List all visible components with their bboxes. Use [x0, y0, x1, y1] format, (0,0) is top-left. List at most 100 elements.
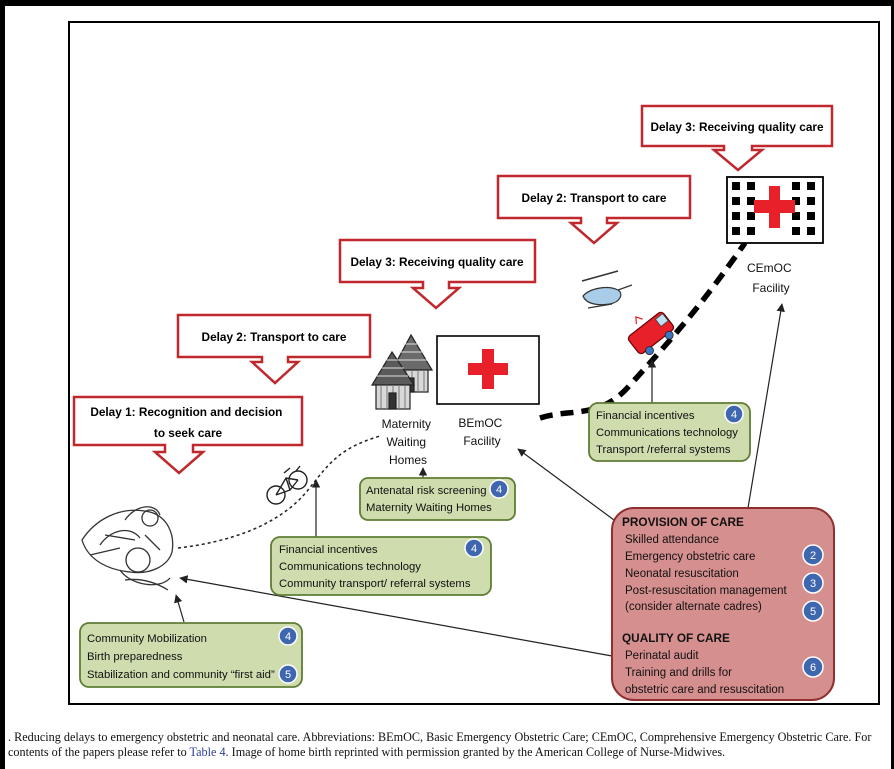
svg-text:6: 6: [810, 662, 816, 674]
quality-heading: QUALITY OF CARE: [622, 631, 730, 645]
svg-text:5: 5: [285, 669, 291, 681]
provision-badge-3: 3: [802, 572, 824, 594]
delay-banner-2-shape: [176, 313, 372, 385]
bemoc-to-cemoc-path: [539, 241, 748, 421]
quality-line-1: Perinatal audit: [625, 650, 699, 662]
svg-text:4: 4: [285, 631, 291, 643]
cemoc-window: [807, 182, 815, 190]
svg-text:Delay 2: Transport to care: Delay 2: Transport to care: [202, 330, 347, 344]
delay-banner-1: Delay 1: Recognition and decision to see…: [72, 395, 304, 475]
cemoc-window: [732, 212, 740, 220]
mwh-label-line-2: Waiting: [387, 435, 427, 449]
delay-banner-2-transport: Delay 2: Transport to care: [176, 313, 372, 385]
quality-line-3: obstetric care and resuscitation: [625, 684, 784, 696]
maternity-waiting-homes-icon: [370, 333, 434, 410]
antenatal-line-1: Antenatal risk screening: [366, 485, 487, 497]
helicopter-icon: [581, 270, 633, 309]
delay-banner-1-line-2: to seek care: [154, 426, 223, 440]
svg-text:BEmOC Facility: BEmOC Facility: [458, 416, 505, 448]
quality-line-2: Training and drills for: [625, 667, 732, 679]
page-top-rule: [0, 0, 894, 6]
svg-text:4: 4: [496, 484, 502, 496]
table-4-link[interactable]: Table 4: [189, 745, 226, 759]
svg-text:Skilled attendance Emerg: Skilled attendance Emergency obstetric c…: [625, 534, 790, 613]
svg-text:Perinatal audit Training: Perinatal audit Training and drills for …: [625, 650, 784, 696]
cemoc-label-line-2: Facility: [752, 281, 789, 295]
financial1-line-1: Financial incentives: [279, 544, 378, 556]
ambulance-icon: [627, 311, 675, 356]
provision-badge-2: 2: [802, 544, 824, 566]
svg-text:CEmOC Facility: CEmOC Facility: [747, 261, 795, 295]
community-line-1: Community Mobilization: [87, 633, 207, 645]
provision-line-1: Skilled attendance: [625, 534, 719, 546]
delay-banner-3-quality: Delay 3: Receiving quality care: [338, 238, 537, 310]
svg-text:Financial incentives Com: Financial incentives Communications tech…: [279, 544, 471, 590]
cemoc-window: [732, 197, 740, 205]
caption-line-2: contents of the papers please refer to T…: [8, 745, 888, 760]
delay-banner-3b-label: Delay 3: Receiving quality care: [650, 120, 824, 134]
cemoc-window: [792, 212, 800, 220]
caption-line-1: . Reducing delays to emergency obstetric…: [8, 730, 872, 744]
page-right-rule: [891, 0, 894, 769]
svg-text:3: 3: [810, 578, 816, 590]
home-to-mwh-path: [177, 435, 381, 549]
svg-text:Financial incentives Com: Financial incentives Communications tech…: [596, 410, 741, 456]
figure-caption: . Reducing delays to emergency obstetric…: [8, 730, 888, 760]
svg-text:4: 4: [731, 409, 737, 421]
caption-line-2-end: . Image of home birth reprinted with per…: [225, 745, 726, 759]
cemoc-label-line-1: CEmOC: [747, 261, 792, 275]
delay-banner-1-shape: [72, 395, 304, 475]
cemoc-window: [792, 182, 800, 190]
provision-heading: PROVISION OF CARE: [622, 515, 744, 529]
cemoc-window: [747, 227, 755, 235]
provision-badge-5: 5: [802, 600, 824, 622]
antenatal-line-2: Maternity Waiting Homes: [366, 502, 492, 514]
svg-text:QUALITY OF CARE: QUALITY OF CARE: [622, 631, 730, 645]
svg-text:4: 4: [471, 543, 477, 555]
antenatal-badge-4: 4: [489, 479, 509, 499]
financial2-line-2: Communications technology: [596, 427, 738, 439]
arrow-provision-to-home: [179, 575, 613, 657]
financial-incentives-box-2: Financial incentives Communications tech…: [588, 402, 751, 462]
provision-line-3: Neonatal resuscitation: [625, 568, 739, 580]
provision-quality-box: PROVISION OF CARE Skilled attendance Eme…: [611, 507, 835, 701]
antenatal-screening-box: Antenatal risk screening Maternity Waiti…: [359, 477, 516, 521]
community-badge-5: 5: [278, 664, 298, 684]
cemoc-window: [747, 182, 755, 190]
delay-banner-2-label: Delay 2: Transport to care: [202, 330, 347, 344]
arrow-provision-to-bemoc: [517, 448, 615, 521]
delay-banner-2b-label: Delay 2: Transport to care: [522, 191, 667, 205]
financial-incentives-box-1: Financial incentives Communications tech…: [270, 536, 492, 596]
delay-banner-2b-transport: Delay 2: Transport to care: [496, 174, 692, 245]
svg-text:5: 5: [810, 606, 816, 618]
cemoc-window: [807, 227, 815, 235]
delay-banner-1-line-1: Delay 1: Recognition and decision: [90, 405, 282, 419]
cemoc-window: [732, 227, 740, 235]
community-interventions-box: Community Mobilization Birth preparednes…: [79, 622, 303, 688]
cemoc-window: [792, 197, 800, 205]
mwh-label-line-3: Homes: [389, 453, 427, 467]
financial1-badge-4: 4: [464, 538, 484, 558]
home-birth-illustration: [81, 506, 174, 591]
delay-banner-2b-shape: [496, 174, 692, 245]
financial1-line-3: Community transport/ referral systems: [279, 578, 471, 590]
provision-line-4: Post-resuscitation management: [625, 585, 788, 597]
svg-text:2: 2: [810, 550, 816, 562]
svg-text:PROVISION OF CARE: PROVISION OF CARE: [622, 515, 744, 529]
cemoc-window: [747, 212, 755, 220]
page-left-rule: [0, 0, 5, 769]
arrow-provision-to-cemoc: [747, 303, 785, 509]
bemoc-label-line-2: Facility: [463, 434, 500, 448]
bicycle-icon: [266, 465, 308, 505]
community-badge-4: 4: [278, 626, 298, 646]
cemoc-window: [792, 227, 800, 235]
svg-text:Antenatal risk screening: Antenatal risk screening Maternity Waiti…: [366, 485, 492, 514]
delay-banner-3b-shape: [640, 104, 834, 172]
delay-banner-3-shape: [338, 238, 537, 310]
arrow-community-to-home: [174, 594, 185, 623]
caption-line-2-start: contents of the papers please refer to: [8, 745, 190, 759]
svg-text:Maternity Waiting Home: Maternity Waiting Homes: [382, 417, 435, 467]
bemoc-label-line-1: BEmOC: [458, 416, 502, 430]
bemoc-facility-icon: [436, 335, 540, 405]
